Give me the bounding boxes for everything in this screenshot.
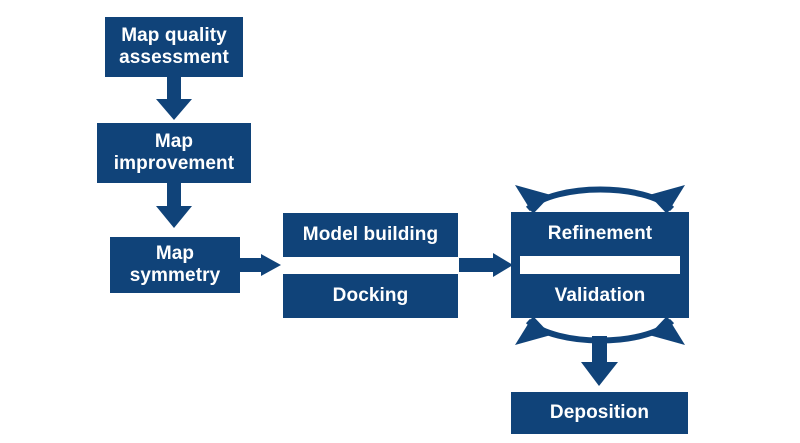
node-model-building-label: Model building	[302, 223, 439, 245]
node-map-improvement[interactable]: Map improvement	[97, 123, 251, 183]
node-map-quality-assessment-label: Map quality assessment	[119, 24, 229, 68]
node-docking-label: Docking	[332, 284, 409, 306]
node-map-improvement-label: Map improvement	[113, 130, 235, 174]
arc-validation-refinement-bottom	[515, 316, 685, 345]
node-validation-label: Validation	[554, 284, 646, 306]
node-map-symmetry-label: Map symmetry	[129, 242, 221, 286]
node-docking[interactable]: Docking	[283, 274, 458, 318]
node-refinement[interactable]: Refinement	[511, 212, 689, 256]
node-model-building[interactable]: Model building	[283, 213, 458, 257]
arc-refinement-validation-top	[515, 185, 685, 214]
arrow-model-building-to-refinement	[459, 253, 513, 277]
node-map-quality-assessment[interactable]: Map quality assessment	[105, 17, 243, 77]
node-deposition-label: Deposition	[549, 401, 650, 423]
arrow-validation-to-deposition	[581, 336, 618, 386]
node-validation[interactable]: Validation	[511, 274, 689, 318]
cycle-connector-right	[680, 256, 689, 274]
cycle-connector-left	[511, 256, 520, 274]
node-deposition[interactable]: Deposition	[511, 392, 688, 434]
node-refinement-label: Refinement	[547, 222, 653, 244]
node-map-symmetry[interactable]: Map symmetry	[110, 237, 240, 293]
arrow-map-quality-to-map-improvement	[156, 77, 192, 120]
arrow-map-symmetry-to-model-building	[240, 254, 281, 276]
arrow-map-improvement-to-map-symmetry	[156, 183, 192, 228]
